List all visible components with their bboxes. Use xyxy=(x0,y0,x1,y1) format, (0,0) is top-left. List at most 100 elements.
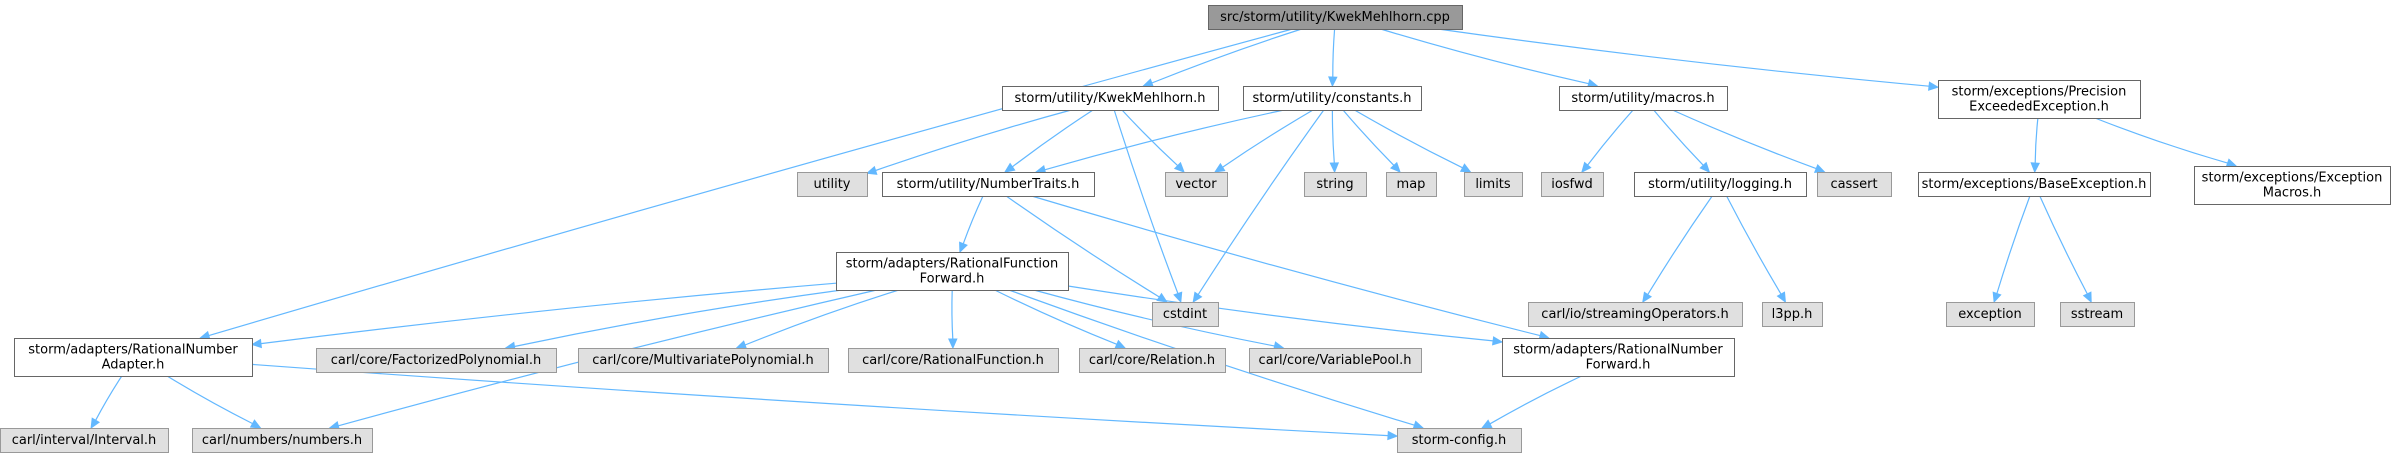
edge-arrowhead xyxy=(1928,81,1940,91)
edge-line xyxy=(1121,109,1179,167)
edge-precision-h-to-exceptionmacros-h xyxy=(2094,117,2238,168)
edge-logging-h-to-streamingops-h xyxy=(1642,195,1713,304)
edge-line xyxy=(1044,109,1285,171)
node-label: sstream xyxy=(2071,307,2123,322)
node-box xyxy=(1541,172,1604,197)
node-stormconfig-h[interactable]: storm-config.h xyxy=(1397,428,1522,453)
node-string[interactable]: string xyxy=(1304,172,1367,197)
node-box xyxy=(192,428,373,453)
node-relation-h[interactable]: carl/core/Relation.h xyxy=(1079,348,1226,373)
node-root[interactable]: src/storm/utility/KwekMehlhorn.cpp xyxy=(1208,5,1463,30)
edge-constants-h-to-numbertraits-h xyxy=(1034,109,1285,175)
edge-line xyxy=(1005,195,1160,298)
node-box xyxy=(0,428,169,453)
node-vector[interactable]: vector xyxy=(1165,172,1228,197)
node-logging-h[interactable]: storm/utility/logging.h xyxy=(1634,172,1807,197)
node-cstdint[interactable]: cstdint xyxy=(1152,302,1219,327)
node-box xyxy=(882,172,1095,197)
edge-line xyxy=(2039,195,2088,295)
node-utility[interactable]: utility xyxy=(797,172,868,197)
node-box xyxy=(1304,172,1367,197)
node-multivariatepoly-h[interactable]: carl/core/MultivariatePolynomial.h xyxy=(578,348,829,373)
edge-arrowhead xyxy=(1412,420,1425,430)
node-kwek-h[interactable]: storm/utility/KwekMehlhorn.h xyxy=(1002,86,1219,111)
edge-macros-h-to-logging-h xyxy=(1653,109,1711,173)
node-limits[interactable]: limits xyxy=(1464,172,1523,197)
node-label: vector xyxy=(1175,177,1217,192)
node-box xyxy=(1397,428,1522,453)
node-box xyxy=(1502,338,1735,377)
edge-arrowhead xyxy=(735,340,748,350)
edge-arrowhead xyxy=(1213,162,1226,173)
node-label: iosfwd xyxy=(1551,177,1593,192)
edge-numbertraits-h-to-ratnumfwd-h xyxy=(1031,195,1550,341)
node-label: storm/utility/constants.h xyxy=(1253,91,1412,106)
edge-line xyxy=(1067,285,1494,342)
node-constants-h[interactable]: storm/utility/constants.h xyxy=(1243,86,1422,111)
edge-arrowhead xyxy=(1581,161,1592,173)
node-box xyxy=(14,338,253,377)
edge-arrowhead xyxy=(959,241,968,254)
node-box xyxy=(1208,5,1463,30)
node-precision-h[interactable]: storm/exceptions/PrecisionExceededExcept… xyxy=(1938,80,2141,119)
edge-arrowhead xyxy=(2225,158,2238,168)
node-variablepool-h[interactable]: carl/core/VariablePool.h xyxy=(1249,348,1422,373)
edge-line xyxy=(994,289,1118,345)
edge-precision-h-to-baseexception-h xyxy=(2030,117,2040,174)
edge-line xyxy=(251,363,1389,437)
node-streamingops-h[interactable]: carl/io/streamingOperators.h xyxy=(1528,302,1743,327)
edge-ratfuncfwd-h-to-factorizedpoly-h xyxy=(504,289,842,352)
edge-constants-h-to-vector xyxy=(1213,109,1314,173)
edge-root-to-kwek-h xyxy=(1142,28,1302,88)
node-label: Forward.h xyxy=(1586,358,1651,373)
edge-root-to-precision-h xyxy=(1437,28,1940,91)
edge-logging-h-to-l3pp-h xyxy=(1726,195,1787,304)
edge-arrowhead xyxy=(1003,162,1016,173)
node-factorizedpoly-h[interactable]: carl/core/FactorizedPolynomial.h xyxy=(316,348,557,373)
node-sstream[interactable]: sstream xyxy=(2060,302,2135,327)
edge-kwek-h-to-numbertraits-h xyxy=(1003,109,1094,173)
node-map[interactable]: map xyxy=(1386,172,1437,197)
node-label: Forward.h xyxy=(920,272,985,287)
node-cassert[interactable]: cassert xyxy=(1817,172,1892,197)
node-label: l3pp.h xyxy=(1772,307,1813,322)
node-box xyxy=(1817,172,1892,197)
node-rationalfunction-h[interactable]: carl/core/RationalFunction.h xyxy=(848,348,1059,373)
edge-line xyxy=(1996,195,2031,294)
edge-line xyxy=(1197,109,1325,295)
node-label: Adapter.h xyxy=(102,358,165,373)
edge-arrowhead xyxy=(90,417,101,430)
node-label: limits xyxy=(1475,177,1511,192)
edge-arrowhead xyxy=(1813,164,1826,173)
node-box xyxy=(1079,348,1226,373)
edge-arrowhead xyxy=(2082,291,2092,304)
node-exception[interactable]: exception xyxy=(1946,302,2035,327)
node-box xyxy=(2194,166,2391,205)
edge-line xyxy=(208,28,1293,337)
node-macros-h[interactable]: storm/utility/macros.h xyxy=(1559,86,1728,111)
node-label: carl/core/RationalFunction.h xyxy=(862,353,1044,368)
node-label: exception xyxy=(1958,307,2022,322)
node-l3pp-h[interactable]: l3pp.h xyxy=(1762,302,1823,327)
node-baseexception-h[interactable]: storm/exceptions/BaseException.h xyxy=(1918,172,2151,197)
node-interval-h[interactable]: carl/interval/Interval.h xyxy=(0,428,169,453)
node-box xyxy=(797,172,868,197)
node-numbertraits-h[interactable]: storm/utility/NumberTraits.h xyxy=(882,172,1095,197)
edge-arrowhead xyxy=(250,338,262,349)
node-label: carl/numbers/numbers.h xyxy=(202,433,362,448)
node-label: carl/core/MultivariatePolynomial.h xyxy=(592,353,814,368)
edge-arrowhead xyxy=(1387,430,1399,441)
edge-arrowhead xyxy=(1492,336,1504,346)
edge-constants-h-to-limits xyxy=(1354,109,1472,173)
edge-constants-h-to-map xyxy=(1342,109,1401,173)
node-numbers-h[interactable]: carl/numbers/numbers.h xyxy=(192,428,373,453)
node-label: Macros.h xyxy=(2263,186,2322,201)
edge-line xyxy=(1437,28,1930,87)
node-iosfwd[interactable]: iosfwd xyxy=(1541,172,1604,197)
node-box xyxy=(1634,172,1807,197)
